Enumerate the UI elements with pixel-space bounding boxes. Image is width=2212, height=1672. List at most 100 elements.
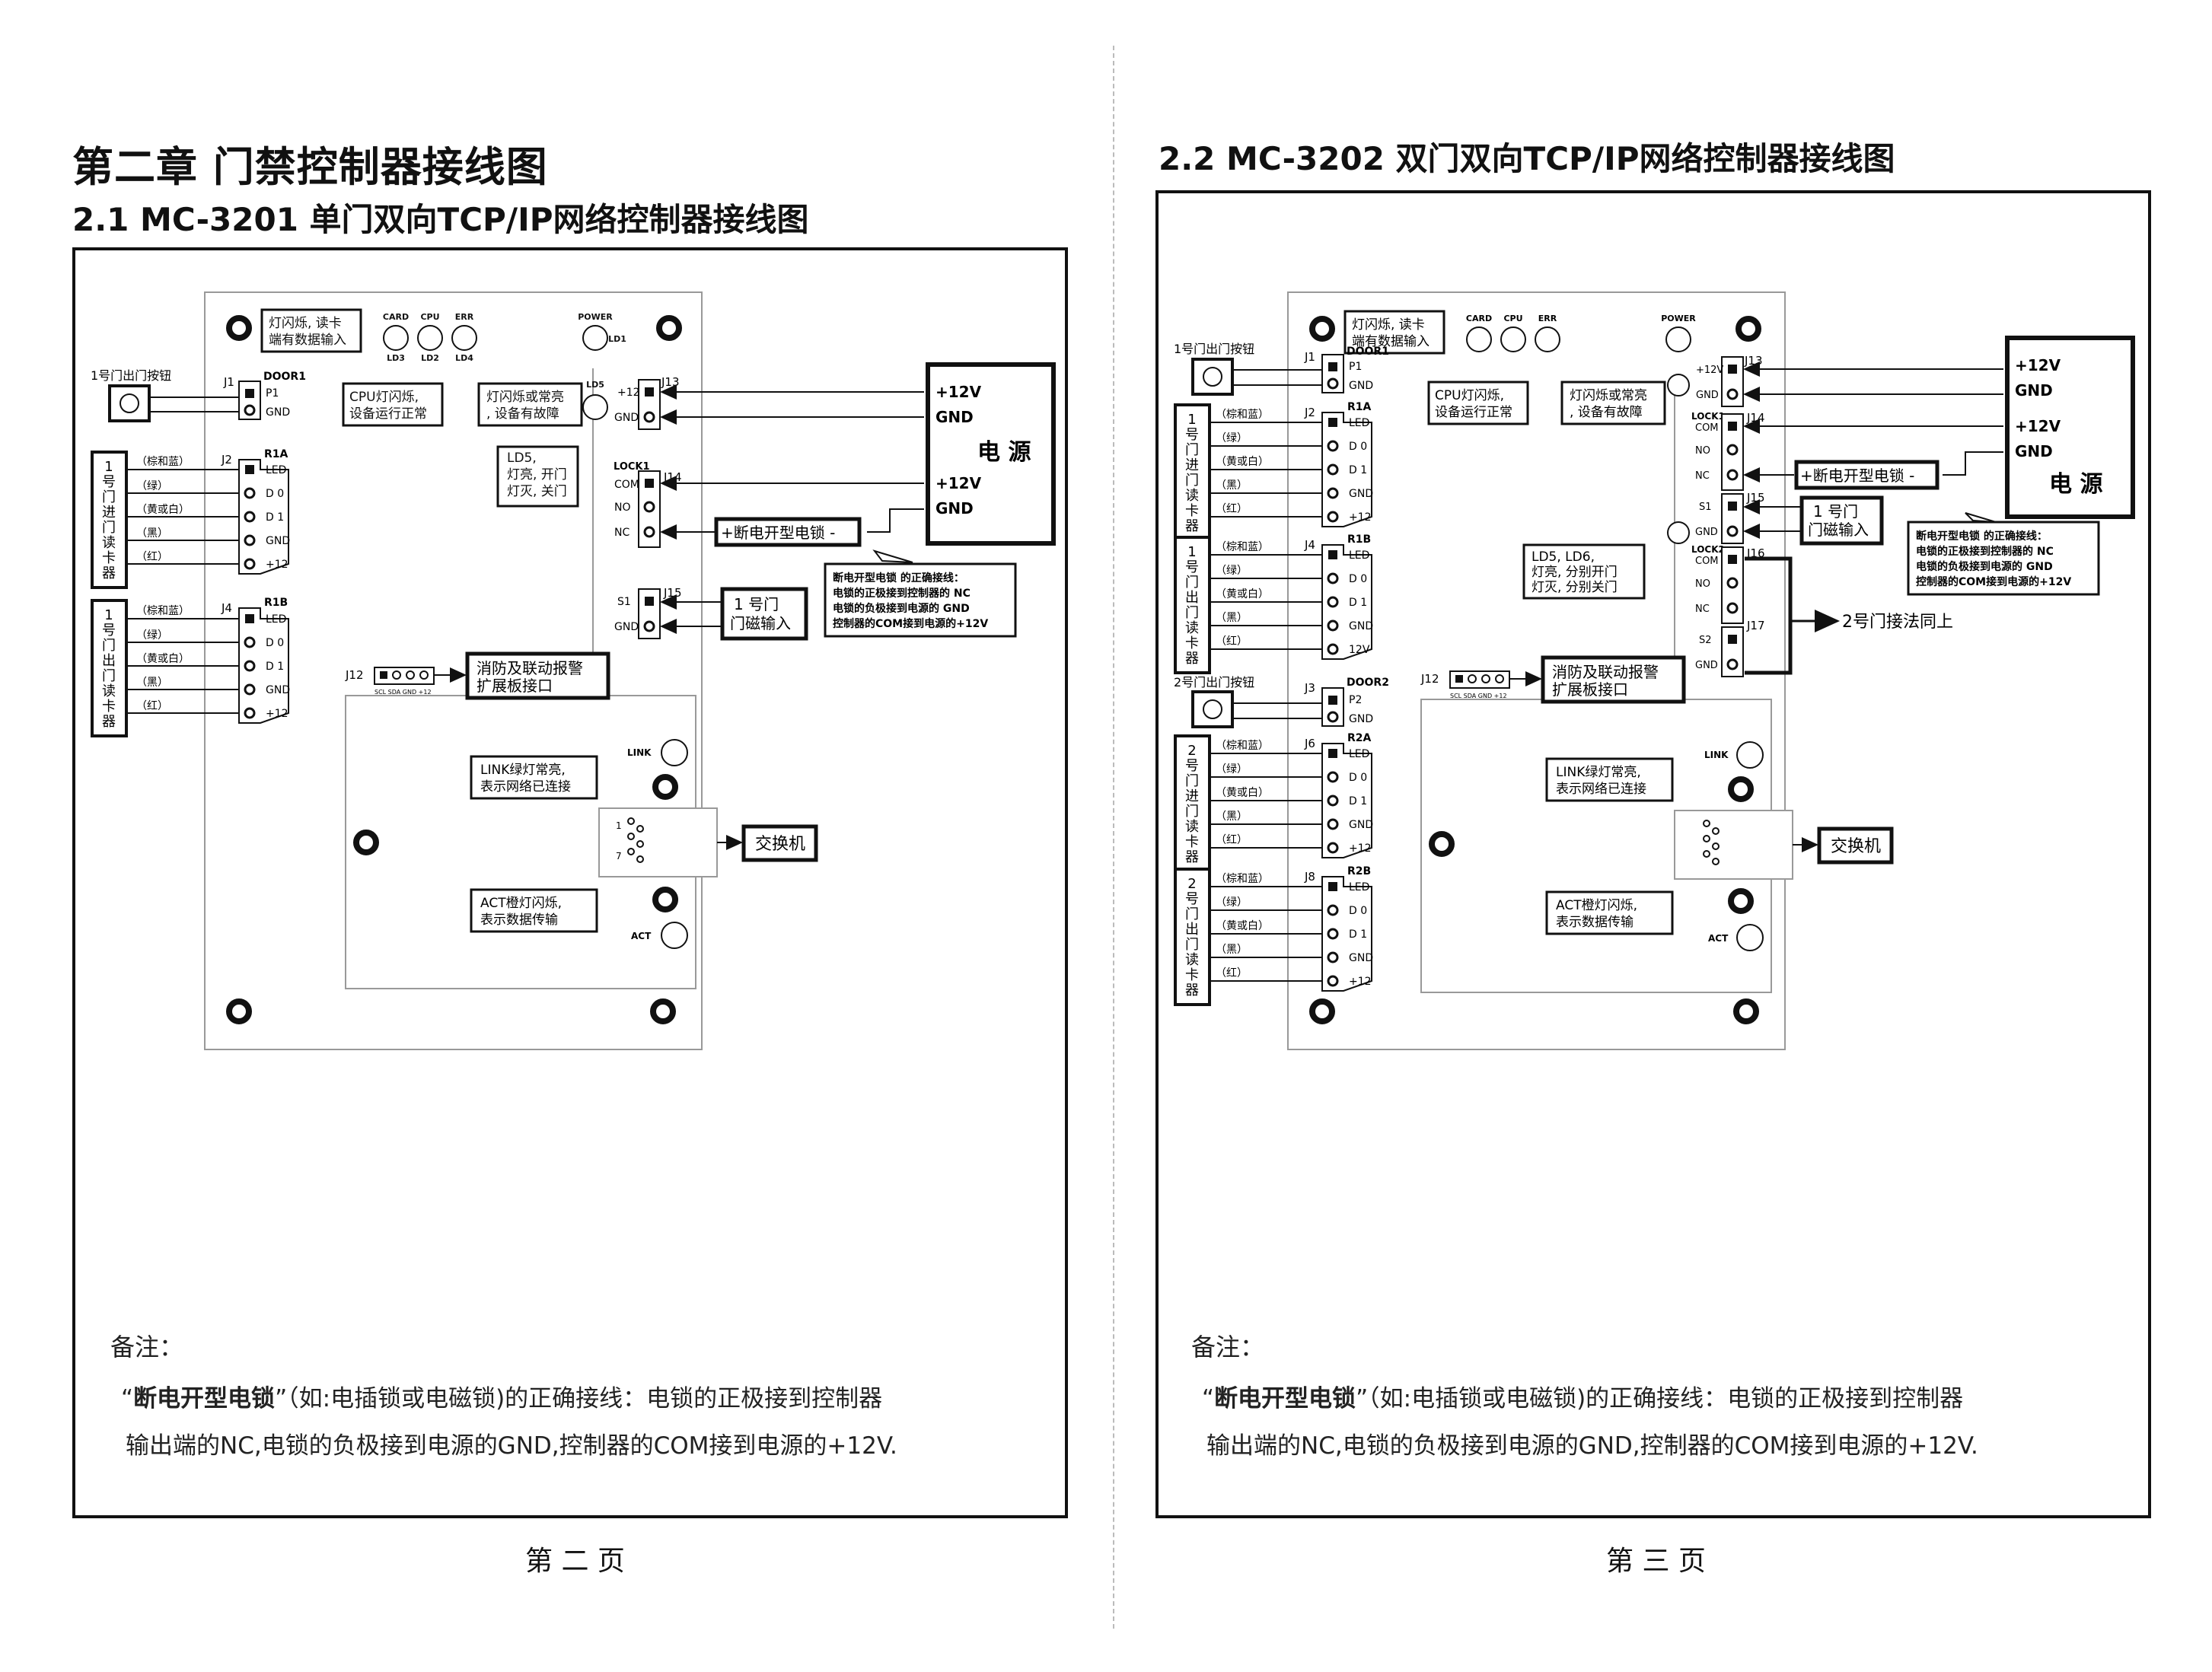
svg-text:D 1: D 1 [266,511,284,524]
svg-text:J3: J3 [1304,681,1315,695]
svg-text:（红）: （红） [1216,503,1248,515]
svg-text:LED: LED [1349,549,1369,562]
svg-text:1 号门: 1 号门 [1813,502,1858,521]
svg-text:电锁的负极接到电源的 GND: 电锁的负极接到电源的 GND [833,602,970,615]
svg-text:+12: +12 [1349,976,1372,988]
svg-text:门: 门 [102,668,116,684]
svg-text:（黄或白）: （黄或白） [1216,455,1269,468]
svg-text:2: 2 [1187,876,1196,892]
svg-text:GND: GND [1349,819,1373,831]
j12-label: J12 [345,668,364,682]
svg-text:灯灭, 关门: 灯灭, 关门 [507,484,567,499]
ld4-label: LD4 [455,353,473,363]
svg-text:表示网络已连接: 表示网络已连接 [1556,782,1646,797]
j14-label: J14 [663,470,682,484]
svg-text:卡: 卡 [102,550,116,566]
controller-board [204,291,703,1050]
svg-text:GND: GND [1349,380,1373,392]
svg-text:器: 器 [1185,651,1199,667]
svg-text:器: 器 [1185,849,1199,865]
svg-text:J13: J13 [1744,354,1763,368]
svg-text:读: 读 [1185,488,1199,504]
svg-text:D 0: D 0 [1349,573,1367,585]
svg-text:NO: NO [1695,578,1710,590]
svg-text:R1A: R1A [1347,401,1372,413]
left-remark-title: 备注： [110,1333,184,1361]
left-section-title: 2.1 MC-3201 单门双向TCP/IP网络控制器接线图 [72,201,809,238]
page-divider [1113,46,1114,1629]
act-callout [1545,890,1674,935]
svg-text:, 设备有故障: , 设备有故障 [1570,405,1643,420]
cpu-led-callout [1427,381,1529,425]
svg-text:GND: GND [1349,620,1373,632]
reader-out-label: 1号 门出 门读 卡器 [102,607,116,730]
wiring-note-box [824,562,1017,638]
svg-text:（绿）: （绿） [1216,432,1248,444]
svg-text:LED: LED [266,464,286,476]
door2-label: DOOR2 [1347,677,1389,689]
svg-text:LED: LED [1349,748,1369,760]
status-leds [383,325,608,420]
svg-text:（棕和蓝）: （棕和蓝） [1216,740,1269,752]
switch-box [741,824,818,862]
door2-same-note: 2号门接法同上 [1842,613,1953,632]
power-supply-box [926,362,1056,546]
svg-text:GND: GND [2015,442,2053,460]
svg-text:J1: J1 [1304,350,1315,364]
svg-text:（绿）: （绿） [1216,763,1248,775]
switch-box [1817,826,1894,865]
power-supply-box [2005,336,2135,519]
svg-text:表示网络已连接: 表示网络已连接 [480,779,571,795]
status-leds [1466,326,1691,544]
act-callout [470,888,598,933]
ld1-label: LD1 [608,334,626,344]
svg-text:（棕和蓝）: （棕和蓝） [1216,541,1269,553]
svg-text:（黄或白）: （黄或白） [136,652,190,665]
svg-text:（黑）: （黑） [1216,811,1248,823]
svg-text:（红）: （红） [136,551,168,563]
svg-text:GND: GND [614,621,639,633]
exit-button-label: 1号门出门按钮 [91,368,171,383]
svg-text:读: 读 [102,535,116,551]
svg-text:GND: GND [2015,381,2053,400]
j1-label: J1 [223,375,234,389]
svg-text:J6: J6 [1304,737,1315,750]
svg-text:J2: J2 [1304,406,1315,419]
svg-text:（绿）: （绿） [1216,565,1248,577]
svg-text:进: 进 [102,505,116,521]
svg-text:灯闪烁或常亮: 灯闪烁或常亮 [486,390,564,405]
svg-text:控制器的COM接到电源的+12V: 控制器的COM接到电源的+12V [833,617,988,630]
ld5-callout [496,445,579,508]
svg-text:SCL SDA GND +12: SCL SDA GND +12 [1450,693,1507,699]
svg-text:1: 1 [616,820,622,831]
right-remark-bold: 断电开型电锁 [1214,1385,1356,1412]
svg-text:扩展板接口: 扩展板接口 [1552,680,1628,699]
svg-text:门: 门 [102,489,116,505]
svg-text:D 1: D 1 [1349,464,1367,476]
j13-label: J13 [661,375,680,389]
svg-text:J17: J17 [1746,619,1765,632]
svg-text:LOCK2: LOCK2 [1691,544,1725,555]
svg-text:电锁的正极接到控制器的 NC: 电锁的正极接到控制器的 NC [833,587,971,600]
svg-text:S1: S1 [1699,502,1712,513]
err-led-callout [1560,381,1666,425]
svg-text:门: 门 [1185,605,1199,621]
svg-text:ACT橙灯闪烁,: ACT橙灯闪烁, [480,896,562,911]
svg-text:NC: NC [614,527,629,539]
svg-text:断电开型电锁 的正确接线：: 断电开型电锁 的正确接线： [833,572,964,584]
svg-text:ACT: ACT [1708,933,1729,944]
svg-text:（红）: （红） [1216,834,1248,846]
svg-text:号: 号 [1185,559,1199,575]
left-remark-line1: （如:电插锁或电磁锁)的正确接线：电锁的正极接到控制器 [287,1385,883,1412]
svg-text:ERR: ERR [1538,314,1557,323]
svg-text:灯闪烁或常亮: 灯闪烁或常亮 [1570,388,1647,403]
svg-text:LINK绿灯常亮,: LINK绿灯常亮, [1556,765,1641,780]
svg-text:（棕和蓝）: （棕和蓝） [136,605,190,617]
ld5-label: LD5 [586,380,604,390]
svg-text:号: 号 [102,623,116,639]
svg-text:电锁的正极接到控制器的 NC: 电锁的正极接到控制器的 NC [1916,545,2054,558]
svg-text:交换机: 交换机 [1831,837,1881,856]
svg-text:S1: S1 [617,596,631,608]
svg-text:门: 门 [1185,773,1199,789]
led-err-label: ERR [455,312,474,322]
